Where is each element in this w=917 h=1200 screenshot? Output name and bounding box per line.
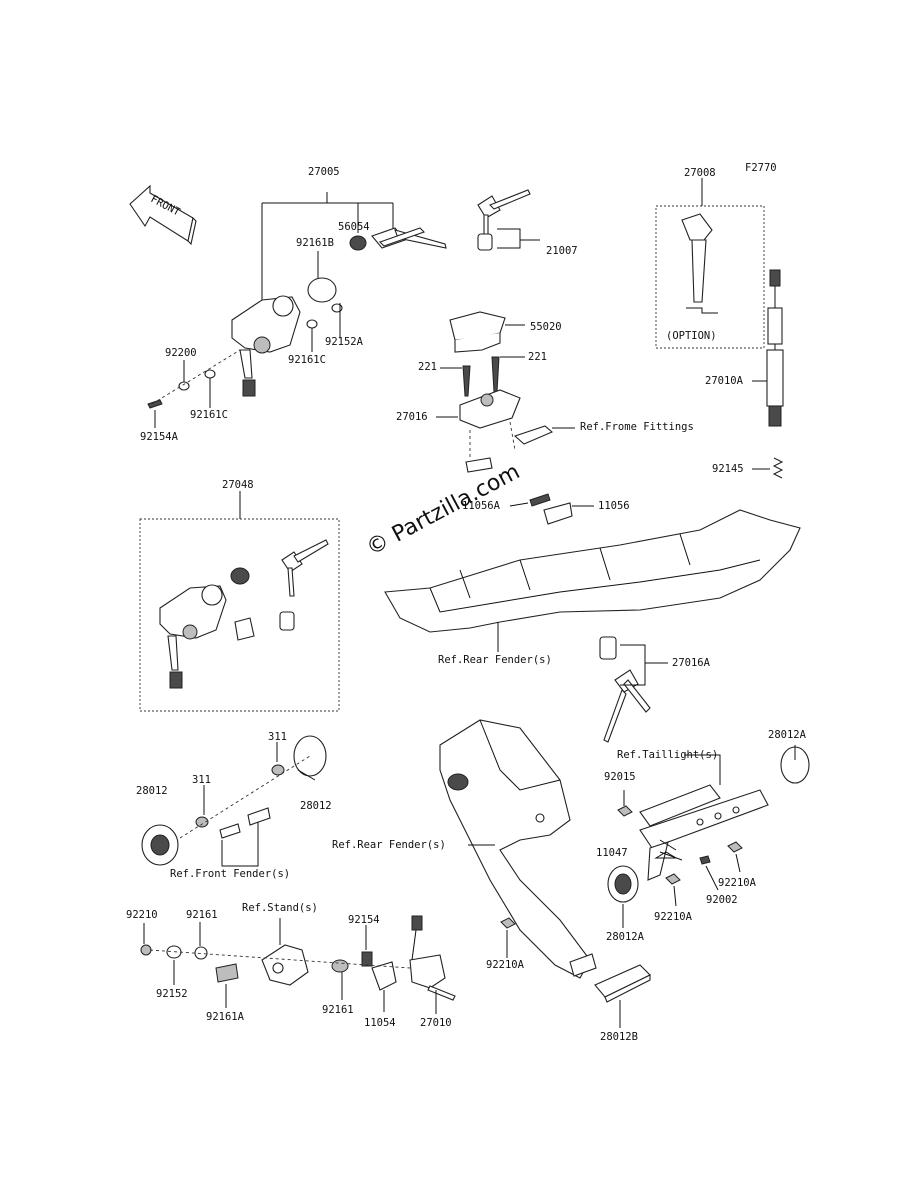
label-92210: 92210 <box>126 909 158 921</box>
reflector-28012b <box>594 964 651 1003</box>
screw-221-b <box>491 356 500 393</box>
label-221-a: 221 <box>418 361 437 373</box>
ref-front-fender: Ref.Front Fender(s) <box>170 868 290 880</box>
nut-92210a-a <box>727 841 743 853</box>
label-92210a-a: 92210A <box>718 877 757 889</box>
label-28012-a: 28012 <box>136 785 168 797</box>
label-27016: 27016 <box>396 411 428 423</box>
bracket-11056 <box>543 502 573 525</box>
option-key-icon <box>681 213 718 314</box>
ref-stand: Ref.Stand(s) <box>242 902 318 914</box>
label-92161c-a: 92161C <box>288 354 326 366</box>
label-92161a: 92161A <box>206 1011 245 1023</box>
label-92002: 92002 <box>706 894 738 906</box>
taillight-bracket <box>639 784 769 881</box>
front-arrow-icon: FRONT <box>129 184 197 246</box>
option-label: (OPTION) <box>666 330 717 342</box>
washer-92161c-b <box>204 369 216 379</box>
bracket-27016 <box>459 389 521 473</box>
label-92015: 92015 <box>604 771 636 783</box>
label-92161b: 92161B <box>296 237 334 249</box>
label-27005: 27005 <box>308 166 340 178</box>
label-92200: 92200 <box>165 347 197 359</box>
label-27010a: 27010A <box>705 375 744 387</box>
label-11047: 11047 <box>596 847 628 859</box>
seal-56054 <box>349 235 367 251</box>
kit-27048-box <box>139 518 340 712</box>
rear-fender-lower <box>439 719 597 979</box>
label-92154a: 92154A <box>140 431 179 443</box>
diagram-code: F2770 <box>745 162 777 174</box>
ignition-switch-body <box>231 295 301 397</box>
label-311-a: 311 <box>268 731 287 743</box>
washer-92161c-a <box>306 319 318 329</box>
washer-92200 <box>178 381 190 391</box>
ref-rear-fender-1: Ref.Rear Fender(s) <box>438 654 552 666</box>
label-92154: 92154 <box>348 914 380 926</box>
ignition-key-icon <box>371 227 447 249</box>
screw-221-a <box>462 365 471 397</box>
clip-11056a <box>529 493 551 507</box>
label-11056: 11056 <box>598 500 630 512</box>
label-27016a: 27016A <box>672 657 711 669</box>
label-28012-b: 28012 <box>300 800 332 812</box>
label-28012a-a: 28012A <box>768 729 807 741</box>
label-92152: 92152 <box>156 988 188 1000</box>
nut-92210a-b <box>665 873 681 885</box>
label-221-b: 221 <box>528 351 547 363</box>
label-92210a-b: 92210A <box>654 911 693 923</box>
ref-taillight: Ref.Taillight(s) <box>617 749 718 761</box>
label-92145: 92145 <box>712 463 744 475</box>
label-92210a-c: 92210A <box>486 959 525 971</box>
label-28012b: 28012B <box>600 1031 638 1043</box>
cover-55020 <box>449 311 506 353</box>
nut-92210a-c <box>500 917 516 929</box>
label-56054: 56054 <box>338 221 370 233</box>
side-stand-switch-group <box>140 915 456 1001</box>
label-92152a: 92152A <box>325 336 364 348</box>
kit-27048-parts <box>159 539 329 689</box>
front-reflectors <box>141 735 327 866</box>
label-311-b: 311 <box>192 774 211 786</box>
option-key-box <box>655 205 765 349</box>
label-55020: 55020 <box>530 321 562 333</box>
spring-92145 <box>772 457 784 479</box>
key-set-21007 <box>477 189 540 251</box>
nut-92015 <box>617 805 633 817</box>
label-21007: 21007 <box>546 245 578 257</box>
label-28012a-b: 28012A <box>606 931 645 943</box>
label-27048: 27048 <box>222 479 254 491</box>
label-11054: 11054 <box>364 1017 396 1029</box>
ref-frame-fittings: Ref.Frome Fittings <box>580 421 694 433</box>
label-27010: 27010 <box>420 1017 452 1029</box>
frame-fitting <box>513 425 554 445</box>
rear-fender-upper <box>384 509 801 633</box>
label-11056a: 11056A <box>462 500 501 512</box>
screw-92154a <box>147 399 163 409</box>
label-27008: 27008 <box>684 167 716 179</box>
label-92161c-b: 92161C <box>190 409 228 421</box>
label-92161-b: 92161 <box>322 1004 354 1016</box>
screw-92002 <box>699 855 711 865</box>
cover-92161b <box>307 277 337 303</box>
reflector-28012a-b <box>607 865 639 903</box>
seat-lock-27016a <box>599 636 668 743</box>
ref-rear-fender-2: Ref.Rear Fender(s) <box>332 839 446 851</box>
ignition-switch-group <box>147 192 447 409</box>
switch-27010a <box>766 269 784 427</box>
label-92161-a: 92161 <box>186 909 218 921</box>
